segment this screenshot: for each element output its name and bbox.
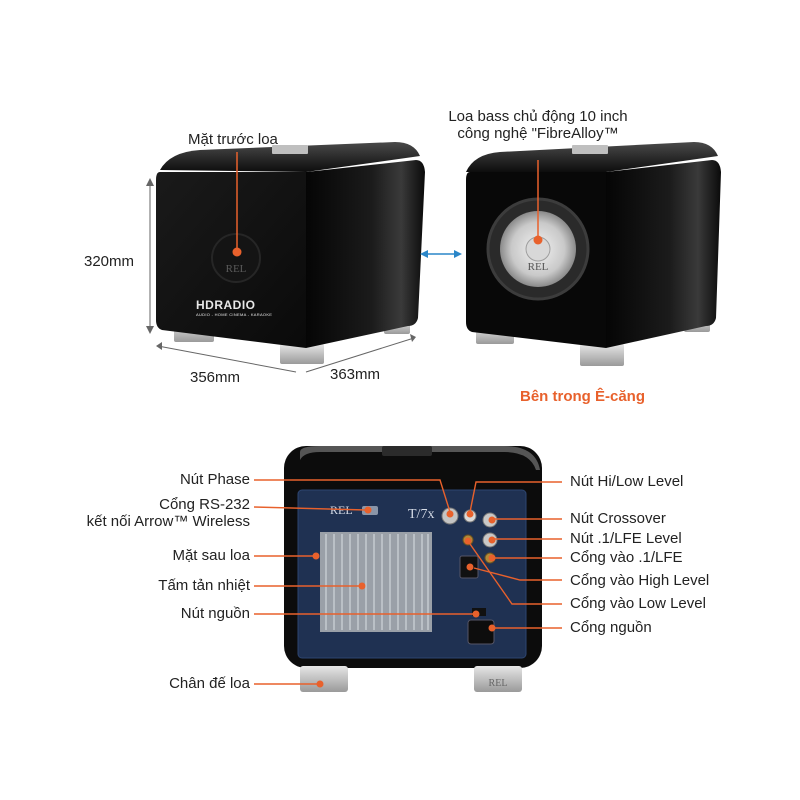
label-height: 320mm xyxy=(84,253,135,270)
open-cabinet-top xyxy=(466,142,718,172)
label-low-level-input: Cổng vào Low Level xyxy=(570,595,706,612)
label-rs232-wireless: kết nối Arrow™ Wireless xyxy=(86,513,250,530)
rear-speaker: REL T/7x REL xyxy=(284,446,542,692)
label-rs232: Cổng RS-232 xyxy=(159,496,250,513)
watermark-logo: HDRADIO AUDIO - HOME CINEMA - KARAOKE xyxy=(196,298,273,317)
label-woofer: Loa bass chủ động 10 inch công nghệ "Fib… xyxy=(448,108,628,142)
label-width: 356mm xyxy=(190,369,241,386)
open-foot-right xyxy=(580,344,624,366)
woofer-logo-text: REL xyxy=(528,261,549,273)
rear-foot-left xyxy=(300,666,348,692)
label-hilow: Nút Hi/Low Level xyxy=(570,473,684,490)
label-lfe-level: Nút .1/LFE Level xyxy=(570,530,682,547)
front-cabinet-side xyxy=(306,160,425,348)
front-leader-dot xyxy=(232,247,242,257)
front-top-plate xyxy=(272,145,308,154)
label-high-level-input: Cổng vào High Level xyxy=(570,572,710,589)
label-power-button: Nút nguồn xyxy=(180,605,250,622)
double-arrow-icon xyxy=(420,250,462,258)
label-power-inlet: Cổng nguồn xyxy=(570,619,652,636)
label-phase: Nút Phase xyxy=(179,471,250,488)
heatsink-icon xyxy=(320,532,432,632)
rear-top-plate xyxy=(382,446,432,456)
front-logo-text: REL xyxy=(226,263,247,275)
front-cabinet-top xyxy=(160,142,420,172)
open-speaker: REL xyxy=(466,142,721,366)
front-speaker: REL xyxy=(156,142,425,364)
open-cabinet-side xyxy=(606,160,721,348)
label-rear-face: Mặt sau loa xyxy=(172,547,250,564)
rear-panel-model: T/7x xyxy=(408,507,434,522)
open-top-plate xyxy=(572,145,608,154)
label-feet: Chân đế loa xyxy=(169,675,250,692)
front-foot-right xyxy=(280,344,324,364)
dimension-lines xyxy=(146,178,416,373)
front-logo-emblem xyxy=(211,233,261,283)
woofer-leader-dot xyxy=(533,235,543,245)
label-lfe-input: Cổng vào .1/LFE xyxy=(570,549,683,566)
label-heatsink: Tấm tản nhiệt xyxy=(158,577,250,594)
rear-leaders xyxy=(253,479,562,688)
power-switch xyxy=(472,608,486,616)
label-inside-note: Bên trong Ê-căng xyxy=(520,388,646,405)
rear-cabinet-highlight xyxy=(300,446,540,470)
rear-foot-right xyxy=(474,666,522,692)
label-front-face: Mặt trước loa xyxy=(188,131,278,148)
rear-foot-brand: REL xyxy=(489,678,508,689)
label-crossover: Nút Crossover xyxy=(570,510,666,527)
label-depth: 363mm xyxy=(330,366,381,383)
power-inlet xyxy=(467,619,495,645)
